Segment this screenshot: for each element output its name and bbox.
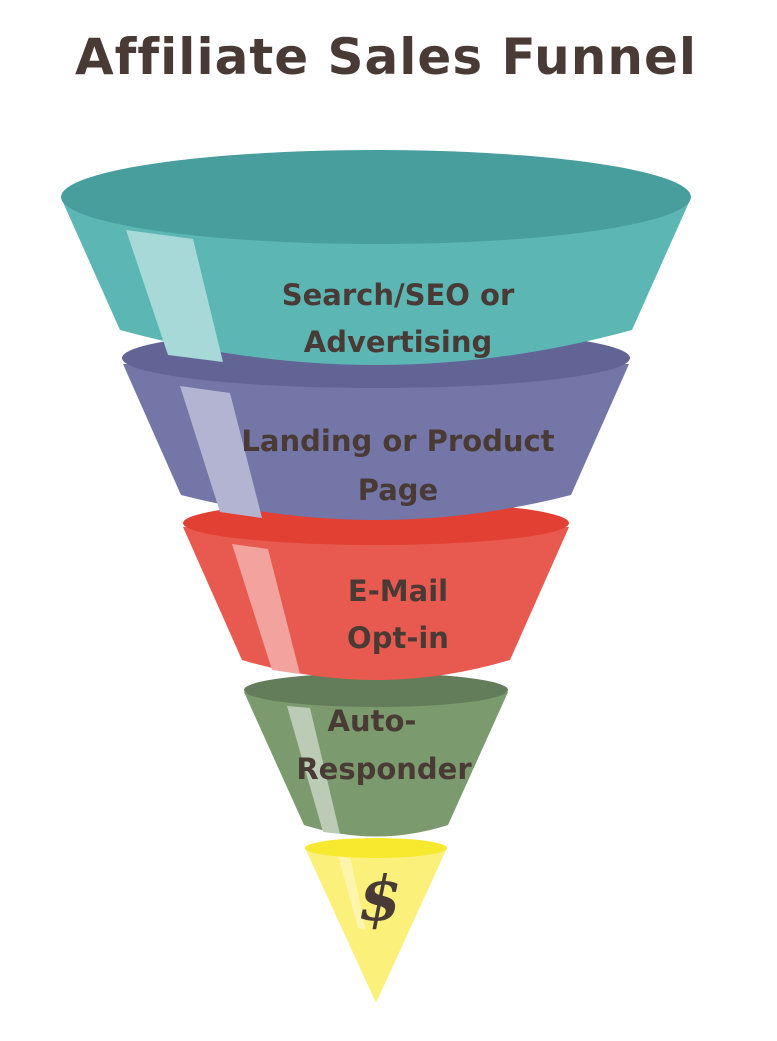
- stage-label-line: E-Mail: [348, 574, 448, 608]
- stage-label-line: Landing or Product: [241, 424, 554, 458]
- stage-highlight: [232, 544, 300, 674]
- stage-highlight: [180, 386, 262, 518]
- page-title: Affiliate Sales Funnel: [75, 28, 697, 86]
- stage-label-line: Advertising: [304, 325, 493, 359]
- stage-label-line: Opt-in: [347, 621, 449, 655]
- stage-top: [244, 673, 508, 707]
- stage-top: [61, 150, 691, 244]
- stage-label-line: Page: [358, 473, 438, 507]
- stage-highlight: [126, 230, 223, 362]
- stage-top: [305, 838, 447, 858]
- stage-highlight: [287, 706, 340, 834]
- stage-label-line: Responder: [296, 752, 472, 786]
- stage-body: [305, 848, 447, 1003]
- funnel-stage-revenue: $: [305, 838, 447, 1003]
- stage-highlight: [338, 855, 366, 930]
- dollar-sign: $: [358, 862, 401, 935]
- stage-body: [62, 200, 690, 365]
- funnel-stage-email-optin: E-Mail Opt-in: [183, 501, 569, 680]
- stage-label-line: Auto-: [328, 704, 417, 738]
- stage-label-line: Search/SEO or: [282, 278, 515, 312]
- funnel-stage-autoresponder: Auto- Responder: [244, 673, 508, 837]
- funnel-stage-search-seo: Search/SEO or Advertising: [61, 150, 691, 365]
